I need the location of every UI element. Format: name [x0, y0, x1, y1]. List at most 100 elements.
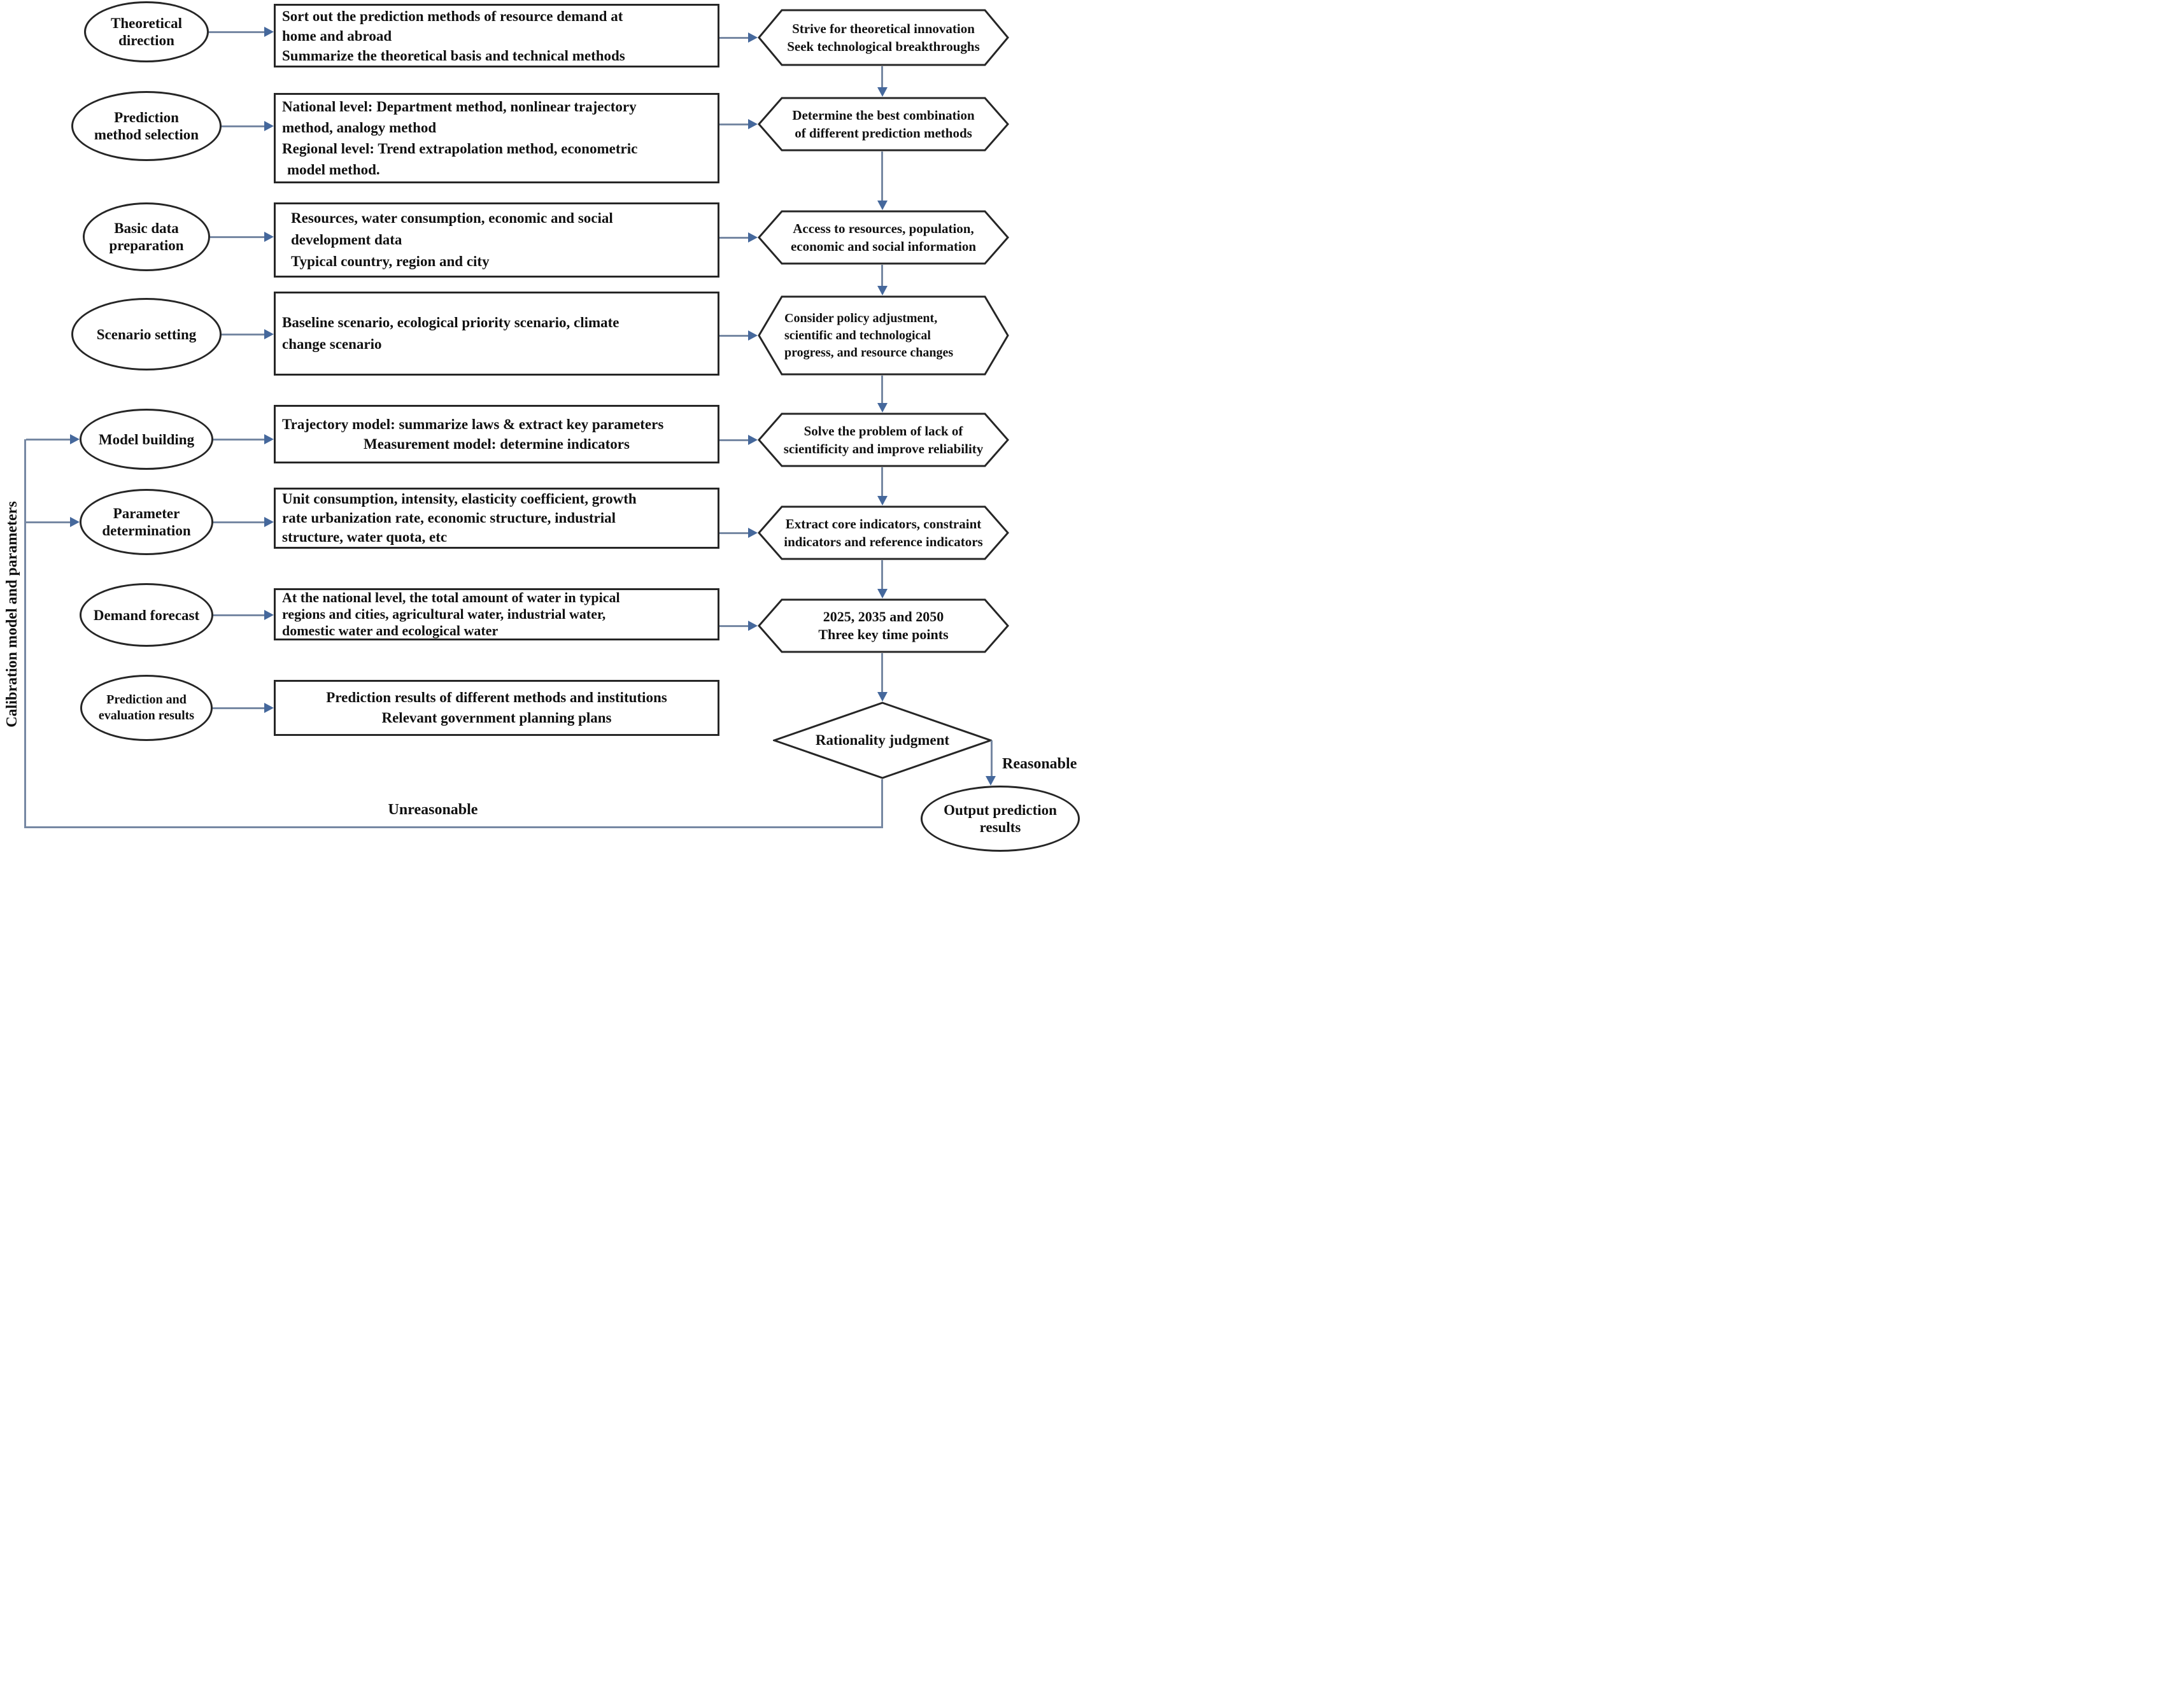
arrow-stage-to-detail-7 — [213, 614, 264, 616]
detail-line: Trajectory model: summarize laws & extra… — [282, 416, 664, 432]
label-calibration-model-and-parameters: Calibration model and parameters — [4, 501, 20, 728]
outcome-line: Solve the problem of lack of — [803, 423, 963, 439]
decision-label: Rationality judgment — [815, 732, 950, 748]
arrowhead-icon — [877, 403, 888, 413]
decision-diamond-rationality-judgment: Rationality judgment — [773, 702, 992, 779]
detail-box-basic-data-preparation: Resources, water consumption, economic a… — [274, 202, 719, 278]
outcome-line: Consider policy adjustment, — [784, 311, 938, 325]
detail-line: method, analogy method — [282, 120, 437, 136]
arrowhead-icon — [748, 119, 758, 129]
output-line: Output prediction — [944, 802, 1057, 818]
outcome-line: Access to resources, population, — [793, 221, 974, 236]
outcome-line: progress, and resource changes — [784, 345, 954, 360]
arrowhead-icon — [70, 517, 80, 527]
arrow-detail-to-outcome-3 — [719, 237, 748, 239]
detail-line: Relevant government planning plans — [381, 710, 612, 726]
outcome-line: of different prediction methods — [795, 125, 972, 141]
arrowhead-icon — [877, 87, 888, 97]
arrowhead-icon — [264, 517, 274, 527]
arrowhead-icon — [70, 434, 80, 444]
detail-line: development data — [291, 232, 402, 248]
outcome-line: Seek technological breakthroughs — [787, 39, 980, 54]
detail-line: change scenario — [282, 336, 382, 352]
arrowhead-icon — [264, 610, 274, 620]
outcome-line: economic and social information — [790, 239, 977, 254]
detail-line: Regional level: Trend extrapolation meth… — [282, 141, 638, 157]
detail-line: Typical country, region and city — [291, 253, 490, 269]
arrow-detail-to-outcome-5 — [719, 439, 748, 441]
stage-label: Parameter — [113, 505, 180, 521]
feedback-branch-to-parameter-determination — [26, 521, 70, 523]
stage-label: Demand forecast — [93, 607, 200, 623]
arrowhead-icon — [748, 528, 758, 538]
arrow-stage-to-detail-8 — [213, 707, 264, 709]
detail-line: Prediction results of different methods … — [326, 689, 667, 705]
outcome-hex-access-information: Access to resources, population, economic… — [758, 210, 1009, 265]
detail-box-theoretical-direction: Sort out the prediction methods of resou… — [274, 4, 719, 67]
arrow-outcome-2-to-3 — [881, 152, 883, 201]
arrow-stage-to-detail-6 — [213, 521, 264, 523]
detail-line: home and abroad — [282, 27, 392, 44]
outcome-line: Strive for theoretical innovation — [792, 21, 975, 36]
stage-label: evaluation results — [98, 709, 195, 723]
arrow-outcome-6-to-7 — [881, 560, 883, 589]
detail-box-demand-forecast: At the national level, the total amount … — [274, 588, 719, 640]
stage-label: Model building — [98, 431, 195, 448]
output-line: results — [979, 819, 1021, 835]
detail-line: structure, water quota, etc — [282, 529, 448, 545]
detail-line: domestic water and ecological water — [282, 623, 499, 639]
arrowhead-icon — [748, 32, 758, 43]
outcome-hex-best-combination: Determine the best combination of differe… — [758, 97, 1009, 152]
stage-label: preparation — [109, 237, 184, 253]
arrow-outcome-7-to-decision — [881, 653, 883, 692]
feedback-branch-to-model-building — [26, 439, 70, 441]
stage-ellipse-parameter-determination: Parameter determination — [80, 489, 213, 555]
detail-line: Sort out the prediction methods of resou… — [282, 8, 623, 24]
detail-box-model-building: Trajectory model: summarize laws & extra… — [274, 405, 719, 463]
arrow-stage-to-detail-3 — [210, 236, 264, 238]
detail-box-prediction-evaluation-results: Prediction results of different methods … — [274, 680, 719, 736]
outcome-line: Three key time points — [818, 626, 949, 642]
feedback-line-left — [24, 439, 26, 828]
stage-label: determination — [102, 523, 191, 539]
arrow-detail-to-outcome-7 — [719, 625, 748, 627]
arrow-outcome-4-to-5 — [881, 376, 883, 403]
outcome-line: Extract core indicators, constraint — [785, 516, 982, 532]
detail-line: regions and cities, agricultural water, … — [282, 606, 606, 622]
arrow-stage-to-detail-2 — [222, 125, 264, 127]
detail-line: Summarize the theoretical basis and tech… — [282, 47, 625, 64]
arrowhead-icon — [877, 201, 888, 210]
stage-label: Basic data — [114, 220, 179, 236]
detail-box-prediction-method-selection: National level: Department method, nonli… — [274, 93, 719, 183]
arrowhead-icon — [264, 329, 274, 339]
outcome-line: Determine the best combination — [792, 108, 975, 123]
detail-line: Baseline scenario, ecological priority s… — [282, 314, 619, 330]
arrowhead-icon — [877, 286, 888, 295]
stage-ellipse-demand-forecast: Demand forecast — [80, 583, 213, 647]
arrowhead-icon — [877, 496, 888, 505]
arrow-stage-to-detail-4 — [222, 334, 264, 335]
label-unreasonable: Unreasonable — [388, 801, 478, 818]
detail-line: National level: Department method, nonli… — [282, 99, 637, 115]
arrowhead-icon — [748, 435, 758, 445]
detail-line: Measurement model: determine indicators — [364, 436, 630, 452]
arrowhead-icon — [877, 589, 888, 598]
stage-label: Prediction — [114, 109, 179, 125]
outcome-line: 2025, 2035 and 2050 — [823, 609, 944, 625]
arrow-detail-to-outcome-1 — [719, 37, 748, 39]
label-reasonable: Reasonable — [1002, 756, 1077, 772]
arrow-outcome-1-to-2 — [881, 66, 883, 87]
arrowhead-icon — [264, 703, 274, 713]
stage-ellipse-model-building: Model building — [80, 409, 213, 470]
arrowhead-icon — [877, 692, 888, 702]
